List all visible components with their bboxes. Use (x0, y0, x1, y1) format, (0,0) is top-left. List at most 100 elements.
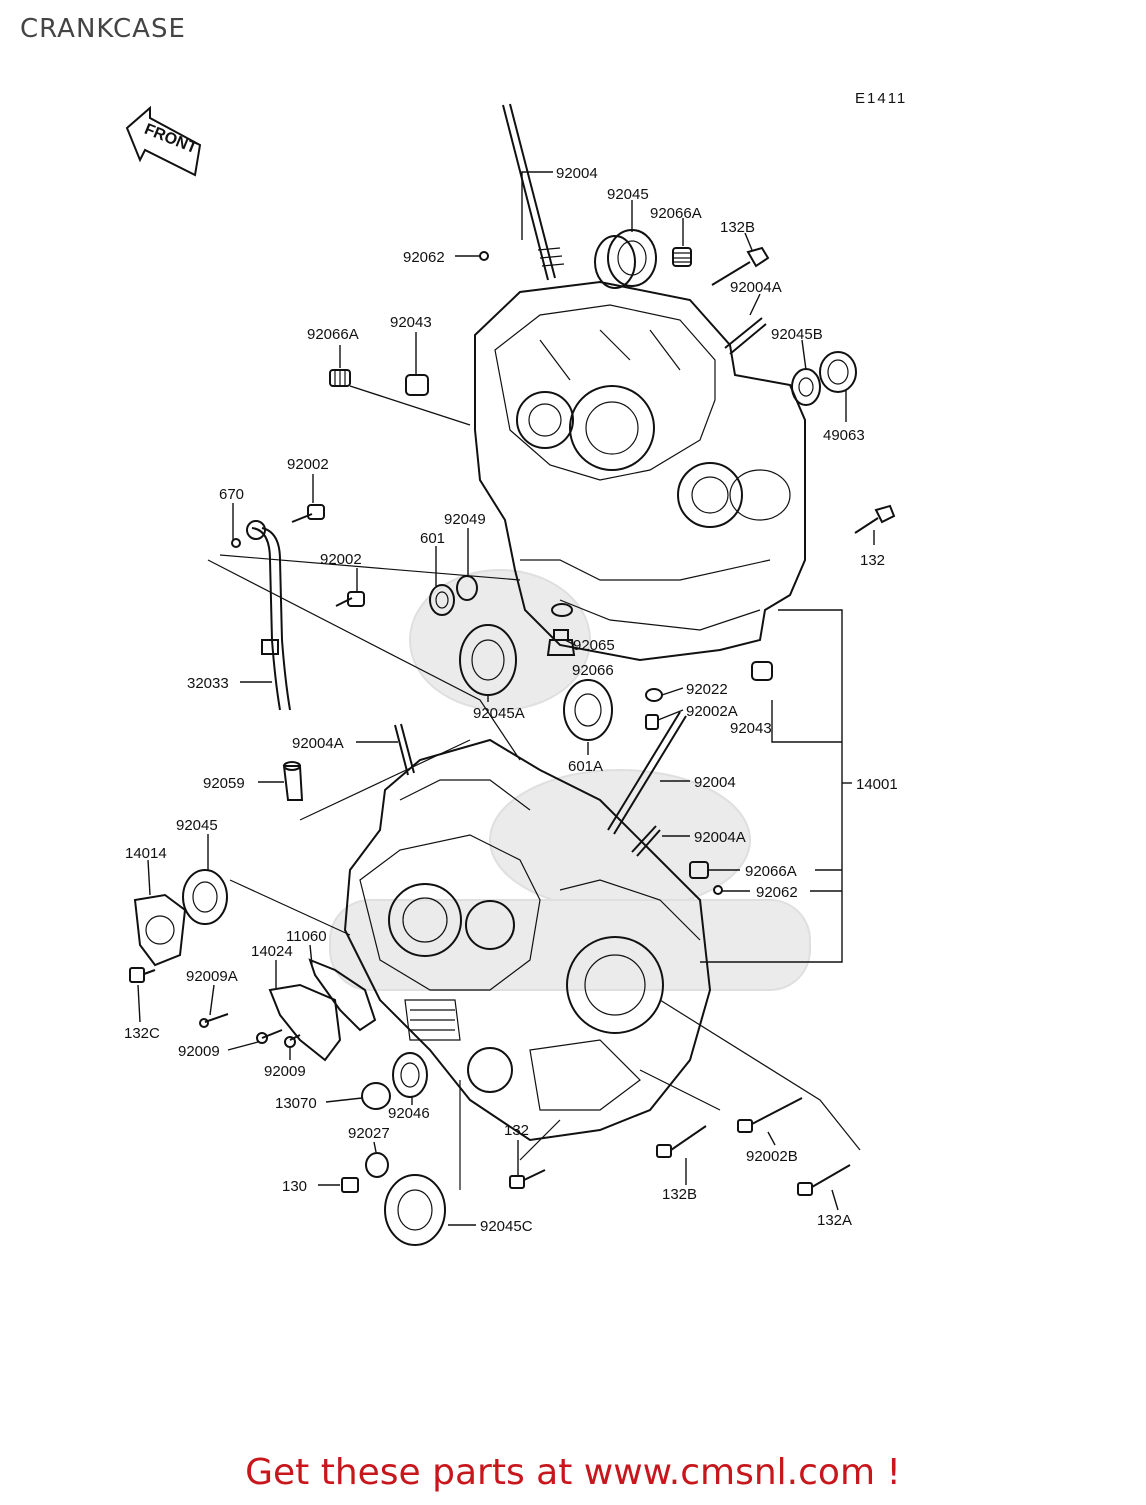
callout-92009A: 92009A (186, 968, 238, 985)
callout-13070: 13070 (275, 1095, 317, 1112)
callout-130: 130 (282, 1178, 307, 1195)
stud-92004A-lower-right (631, 825, 661, 857)
bearing-92045B (791, 368, 821, 406)
bolt-132B-lower (656, 1125, 707, 1158)
stud-92004-lower (607, 711, 687, 835)
bolt-132C (129, 967, 156, 983)
callout-92009-a: 92009 (178, 1043, 220, 1060)
bolt-92002A (645, 714, 659, 730)
pin-92062-top (479, 251, 489, 261)
callout-132-right: 132 (860, 552, 885, 569)
bearing-601A (563, 679, 613, 741)
callout-92045A: 92045A (473, 705, 525, 722)
bolt-132B-top (711, 246, 770, 286)
callout-92004A-lower-right: 92004A (694, 829, 746, 846)
screw-92009-a (256, 1029, 283, 1044)
pin-92062-lower (713, 885, 723, 895)
bearing-92045C (384, 1174, 446, 1246)
stud-92004A-top (724, 317, 767, 355)
watermark (329, 569, 811, 991)
gear-13070 (361, 1082, 391, 1110)
screw-92009A (199, 1013, 229, 1028)
callout-92022: 92022 (686, 681, 728, 698)
callout-92066A-left: 92066A (307, 326, 359, 343)
bolt-132-lower (509, 1169, 546, 1189)
callout-92002A: 92002A (686, 703, 738, 720)
callout-11060: 11060 (286, 928, 327, 945)
callout-92004A-lower: 92004A (292, 735, 344, 752)
screw-92009-b (284, 1034, 301, 1048)
callout-labels: 92004 92045 92066A 132B 92062 92004A 920… (124, 165, 898, 1235)
bearing-92045-top (594, 229, 657, 289)
callout-92043-mid: 92043 (730, 720, 772, 737)
callout-92043-top: 92043 (390, 314, 432, 331)
callout-92066: 92066 (572, 662, 614, 679)
callout-92027: 92027 (348, 1125, 390, 1142)
bearing-92045-lower (182, 869, 228, 925)
callout-92045C: 92045C (480, 1218, 533, 1235)
callout-601: 601 (420, 530, 445, 547)
callout-92065: 92065 (573, 637, 615, 654)
bolt-132-right (854, 504, 896, 534)
callout-132B-lower: 132B (662, 1186, 697, 1203)
dowel-92066A-left (329, 369, 351, 387)
dowel-92043-top (405, 374, 429, 396)
callout-132C: 132C (124, 1025, 160, 1042)
stud-92004A-lower (394, 723, 415, 776)
plug-92066 (546, 629, 576, 656)
diagram-code: E1411 (855, 90, 907, 107)
page-title: CRANKCASE (20, 14, 186, 44)
pipe-92059 (282, 761, 304, 801)
front-arrow-icon: FRONT (125, 105, 202, 177)
dowel-92043-mid (751, 661, 773, 681)
callout-92004A-top: 92004A (730, 279, 782, 296)
callout-132-lower: 132 (504, 1122, 529, 1139)
washer-670 (231, 538, 241, 548)
callout-92062-lower: 92062 (756, 884, 798, 901)
callout-92066A-top: 92066A (650, 205, 702, 222)
callout-92062-top: 92062 (403, 249, 445, 266)
callout-92045-lower: 92045 (176, 817, 218, 834)
dowel-92066A-top (672, 247, 692, 267)
callout-14024: 14024 (251, 943, 293, 960)
callout-132B-top: 132B (720, 219, 755, 236)
callout-92004-lower: 92004 (694, 774, 736, 791)
callout-92066A-lower: 92066A (745, 863, 797, 880)
washer-92022 (645, 688, 663, 702)
callout-14001: 14001 (856, 776, 898, 793)
footer-link[interactable]: Get these parts at www.cmsnl.com ! (245, 1452, 901, 1493)
callout-92046: 92046 (388, 1105, 430, 1122)
seal-49063 (819, 351, 857, 393)
callout-92002-a: 92002 (287, 456, 329, 473)
callout-32033: 32033 (187, 675, 229, 692)
callout-92049: 92049 (444, 511, 486, 528)
bolt-92002-b (335, 591, 365, 607)
callout-601A: 601A (568, 758, 603, 775)
callout-14014: 14014 (125, 845, 167, 862)
callout-92002B: 92002B (746, 1148, 798, 1165)
plate-14014 (133, 893, 187, 967)
stud-92004-upper (502, 103, 565, 281)
leader-lines (137, 171, 875, 1226)
bolt-132A (797, 1164, 851, 1196)
callout-49063: 49063 (823, 427, 865, 444)
callout-92009-b: 92009 (264, 1063, 306, 1080)
callout-92059: 92059 (203, 775, 245, 792)
callout-92004-top: 92004 (556, 165, 598, 182)
plug-130 (341, 1177, 359, 1193)
bearing-601 (429, 584, 455, 616)
guide-11060 (308, 958, 377, 1032)
bolt-92002B (737, 1097, 803, 1133)
callout-92045-top: 92045 (607, 186, 649, 203)
lower-crankcase (343, 738, 712, 1142)
guide-14024 (268, 983, 342, 1062)
pipe-32033 (246, 520, 291, 711)
callout-670: 670 (219, 486, 244, 503)
bearing-92045A (459, 624, 517, 696)
callout-92045B: 92045B (771, 326, 823, 343)
callout-92002-b: 92002 (320, 551, 362, 568)
bolt-92002-a (291, 504, 325, 523)
oring-92065 (551, 603, 573, 617)
